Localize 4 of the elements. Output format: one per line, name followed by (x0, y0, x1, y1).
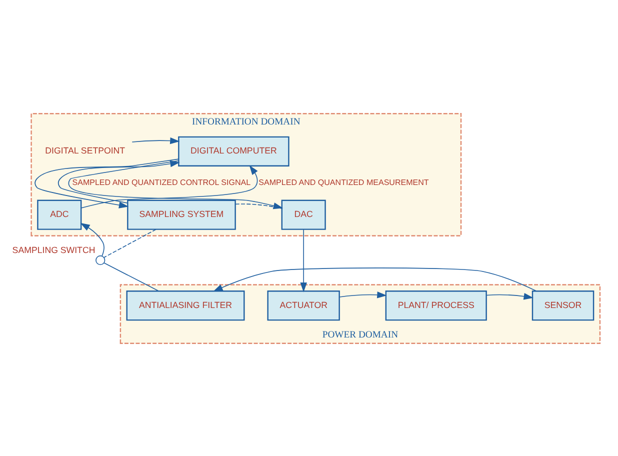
node-text: DIGITAL SETPOINT (45, 145, 126, 156)
node-label: SAMPLING SWITCH (12, 244, 96, 255)
edge-label: SAMPLED AND QUANTIZED MEASUREMENT (258, 178, 429, 187)
edge-label: SAMPLED AND QUANTIZED CONTROL SIGNAL (72, 178, 251, 187)
